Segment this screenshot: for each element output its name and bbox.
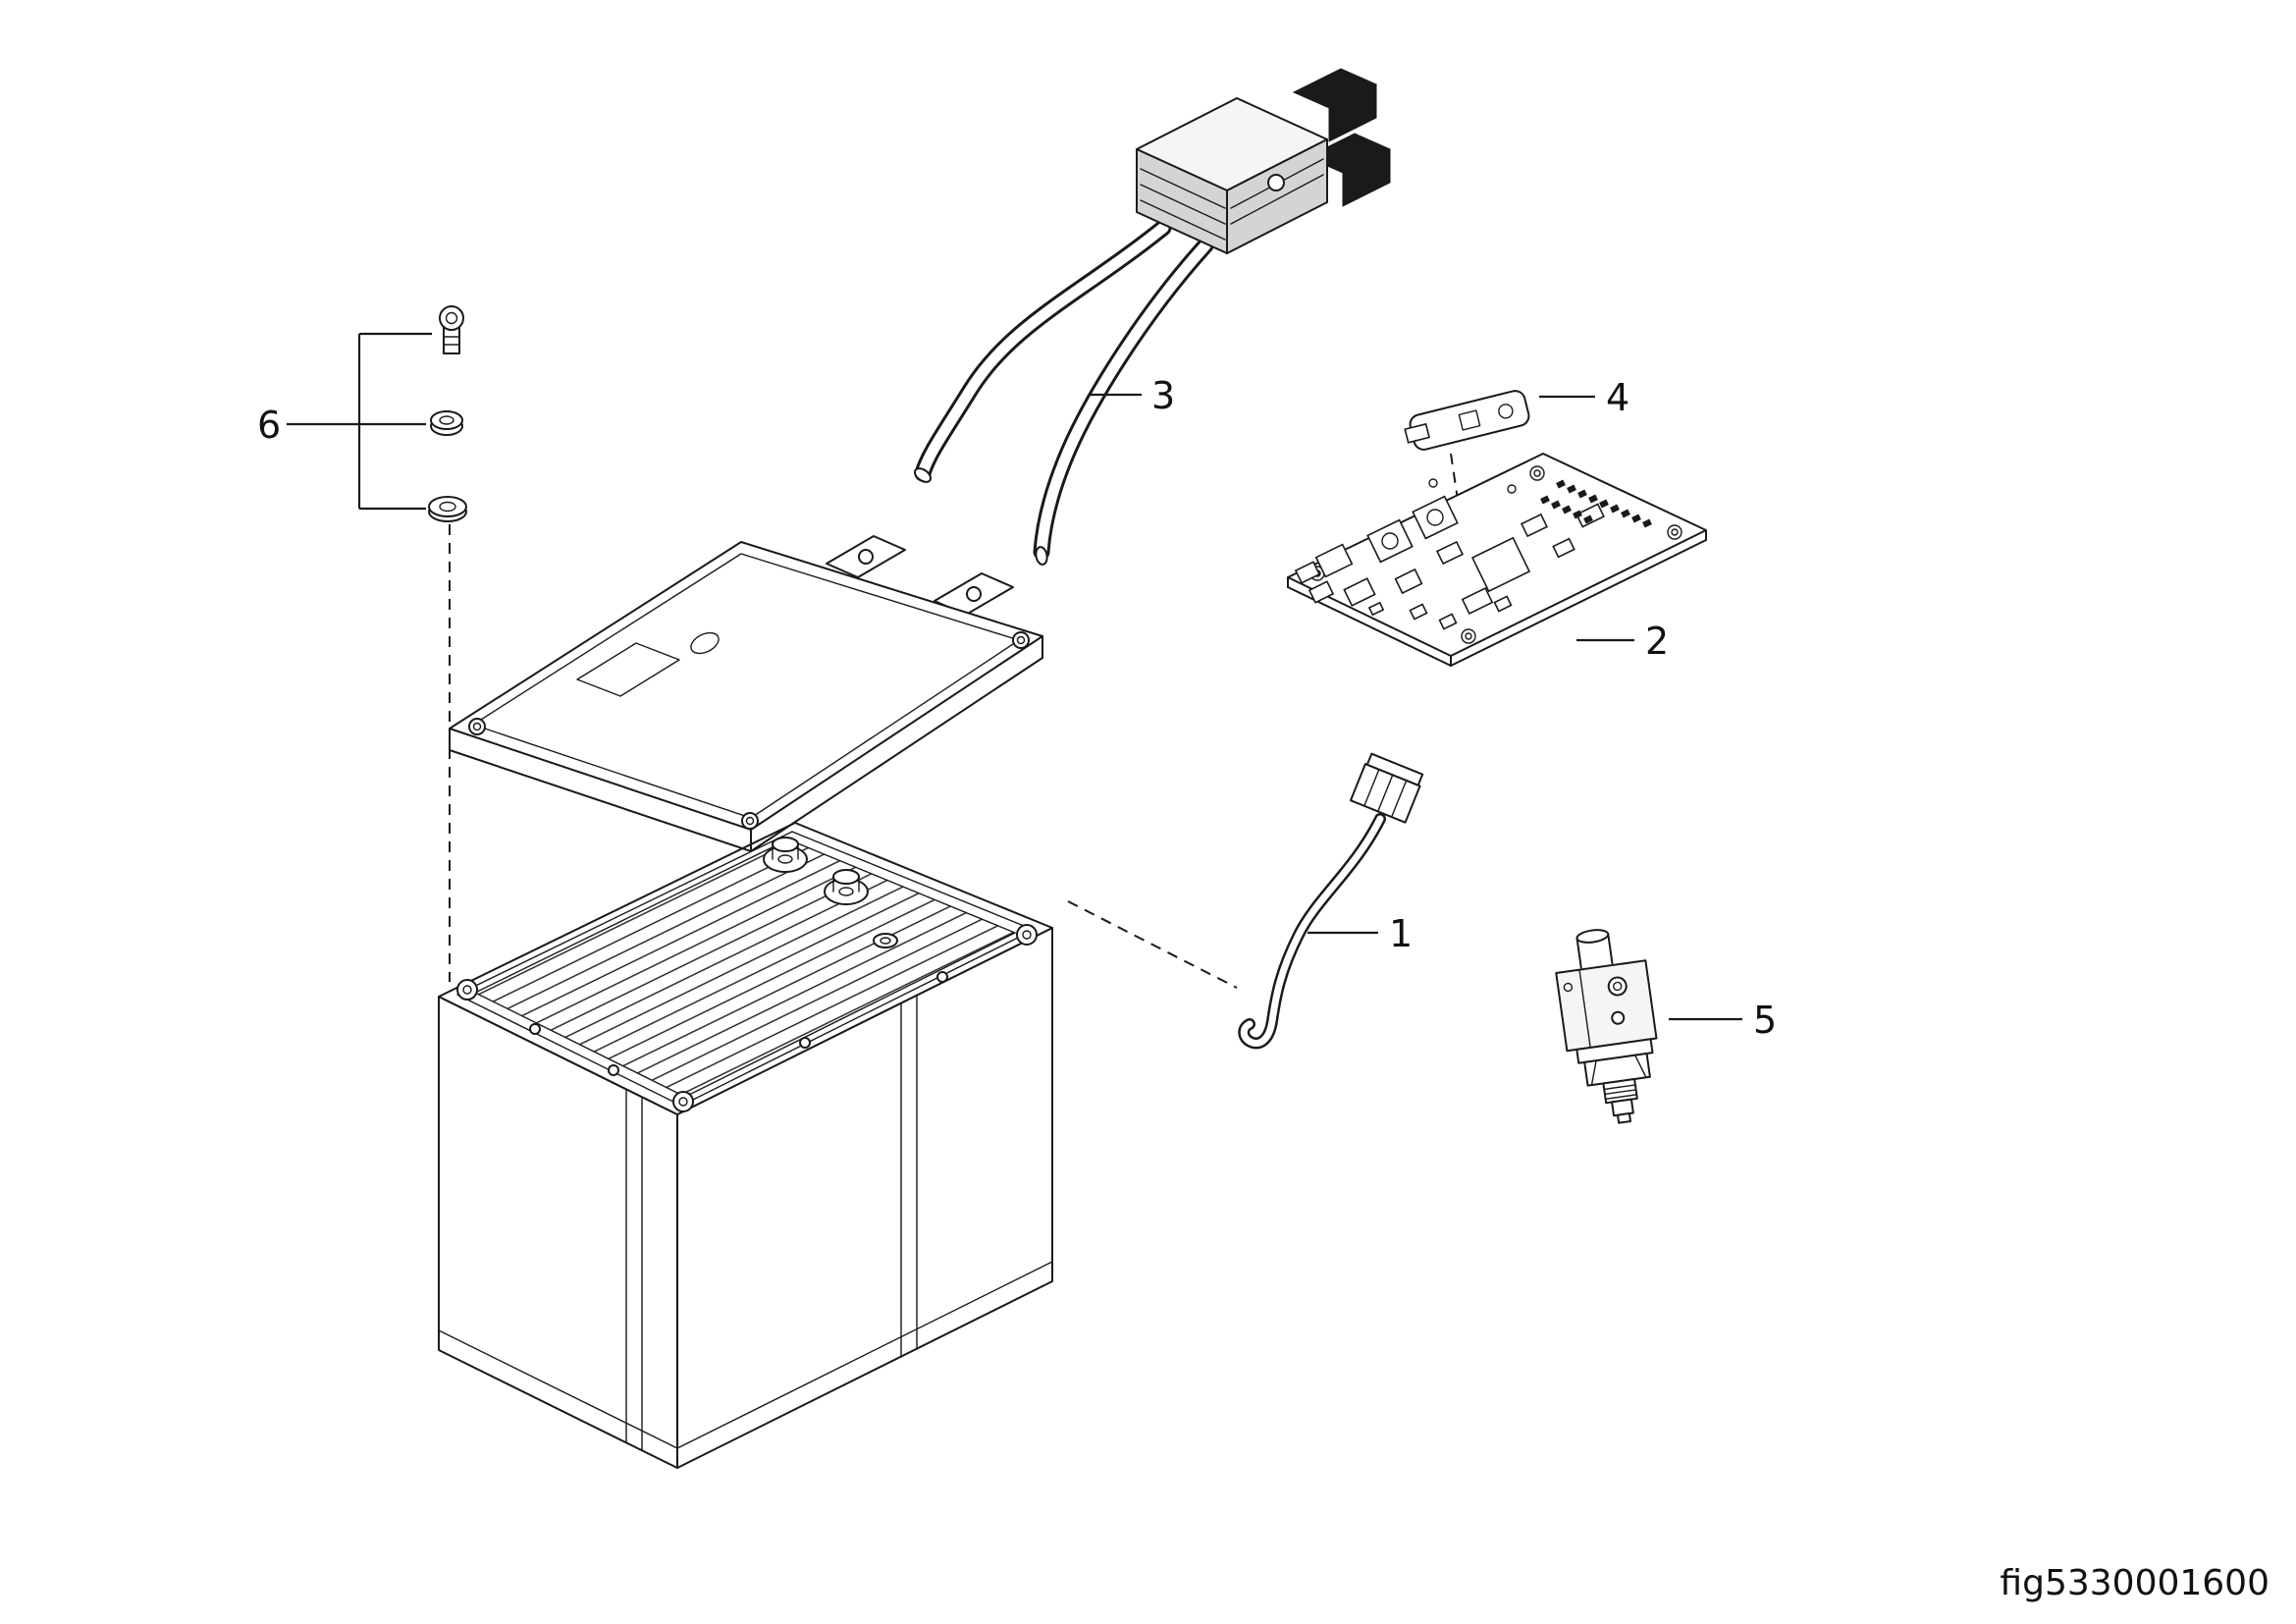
figure-code: fig5330001600 [2000,1563,2269,1603]
battery-box [438,822,1053,1469]
solenoid-valve [1555,929,1658,1124]
callout-2[interactable]: 2 [1576,620,1669,663]
callout-4-label[interactable]: 4 [1606,376,1629,419]
lock-nut [430,410,463,436]
callout-5[interactable]: 5 [1669,999,1777,1042]
fuse-element-window [1458,409,1481,431]
flat-washer [428,496,467,522]
fuse-slot [1404,422,1430,444]
strip-fuse [1404,390,1530,451]
signal-connector [1349,752,1424,824]
battery-lid [449,535,1043,852]
circuit-board [1287,453,1707,667]
callout-5-label[interactable]: 5 [1753,999,1777,1042]
fuse-hole [1498,404,1514,419]
power-cable [913,68,1392,566]
connector-pin-hole [1267,174,1285,191]
lid-corner-screws [468,631,1030,830]
lid-label-plate [576,642,680,697]
callout-6[interactable]: 6 [257,332,432,511]
wire-end [913,467,933,483]
lid-hole [690,631,720,655]
signal-cable [1238,752,1424,1050]
lid-mounting-tabs [826,535,1014,616]
valve-body [1555,959,1658,1053]
callout-4[interactable]: 4 [1539,376,1629,419]
power-connector [1136,68,1392,254]
battery-corner-screws [456,924,1038,1112]
callout-3[interactable]: 3 [1090,374,1175,417]
callout-1-label[interactable]: 1 [1389,912,1413,955]
battery-terminals [763,837,898,948]
fastener-set [428,305,467,982]
callout-1[interactable]: 1 [1308,912,1413,955]
cable-position-dashed-line [1067,900,1238,989]
screw [439,305,464,354]
callout-2-label[interactable]: 2 [1645,620,1669,663]
callout-3-label[interactable]: 3 [1151,374,1175,417]
callout-6-label[interactable]: 6 [257,404,281,447]
pcb-mounting-holes [1309,465,1682,644]
pcb-components [1294,478,1652,630]
battery-cooling-fins [473,839,1017,1098]
wire-end [1035,546,1048,566]
